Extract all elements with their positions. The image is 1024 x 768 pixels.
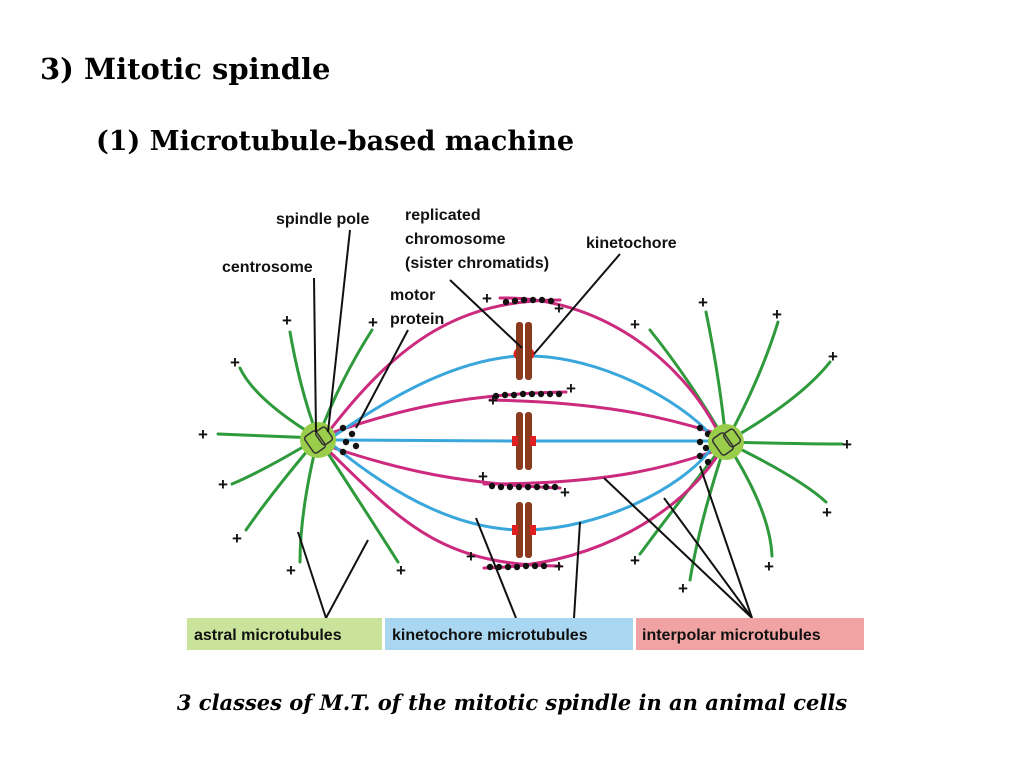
interpolar-mt [498,296,718,430]
plus-marker: + [232,529,242,548]
astral-mt [724,360,832,444]
plus-marker: + [822,503,832,522]
plus-marker: + [218,475,228,494]
label-kinetochore: kinetochore [586,235,677,252]
centrosome-left [300,422,336,458]
plus-marker: + [488,391,498,410]
legend-astral: astral microtubules [194,627,342,644]
kinetochore-mt [334,438,520,443]
label-motor-line2: protein [390,311,444,328]
label-spindle-pole: spindle pole [276,211,369,228]
kinetochore-mt [526,446,714,532]
label-replicated-line2: chromosome [405,231,506,248]
astral-mt [638,440,728,556]
label-motor-line1: motor [390,287,435,304]
plus-marker: + [560,483,570,502]
plus-marker: + [630,551,640,570]
centrosome-right [708,424,744,460]
kinetochore-mt [332,354,520,438]
kinetochore-microtubules [332,354,714,532]
plus-marker: + [554,557,564,576]
plus-marker: + [772,305,782,324]
plus-marker: + [764,557,774,576]
plus-marker: + [842,435,852,454]
plus-marker: + [828,347,838,366]
plus-marker: + [198,425,208,444]
label-centrosome: centrosome [222,259,313,276]
motor-proteins [339,296,712,571]
leader-lines [297,229,753,619]
plus-marker: + [230,353,240,372]
kinetochore-mt [526,354,714,438]
interpolar-mt [328,450,562,568]
interpolar-mt [488,398,714,434]
interpolar-mt [482,450,714,486]
plus-marker: + [678,579,688,598]
plus-marker: + [368,313,378,332]
chromosome-top [513,322,535,380]
plus-marker: + [282,311,292,330]
figure-caption: 3 classes of M.T. of the mitotic spindle… [176,690,848,715]
slide-title: 3) Mitotic spindle [40,52,331,86]
plus-marker: + [466,547,476,566]
label-replicated-line3: (sister chromatids) [405,255,549,272]
plus-marker: + [630,315,640,334]
chromosome-bottom [512,502,536,558]
legend-kinetochore-box [385,618,633,650]
legend-astral-box [187,618,382,650]
interpolar-mt [332,446,562,490]
plus-marker: + [482,289,492,308]
legend-interpolar: interpolar microtubules [642,627,821,644]
plus-marker: + [698,293,708,312]
slide-subtitle: (1) Microtubule-based machine [96,126,575,157]
plus-marker: + [566,379,576,398]
plus-end-markers: + + + + + + + + + + + + + + + + + + + + … [198,289,852,598]
legend: astral microtubules kinetochore microtub… [187,618,864,650]
plus-marker: + [554,299,564,318]
plus-marker: + [286,561,296,580]
astral-mt [724,440,774,558]
chromosome-middle [512,412,536,470]
plus-marker: + [396,561,406,580]
kinetochore-mt [332,444,520,532]
chromosomes [512,322,536,558]
label-replicated-line1: replicated [405,207,481,224]
astral-mt [724,320,780,444]
plus-marker: + [478,467,488,486]
legend-interpolar-box [636,618,864,650]
legend-kinetochore: kinetochore microtubules [392,627,588,644]
